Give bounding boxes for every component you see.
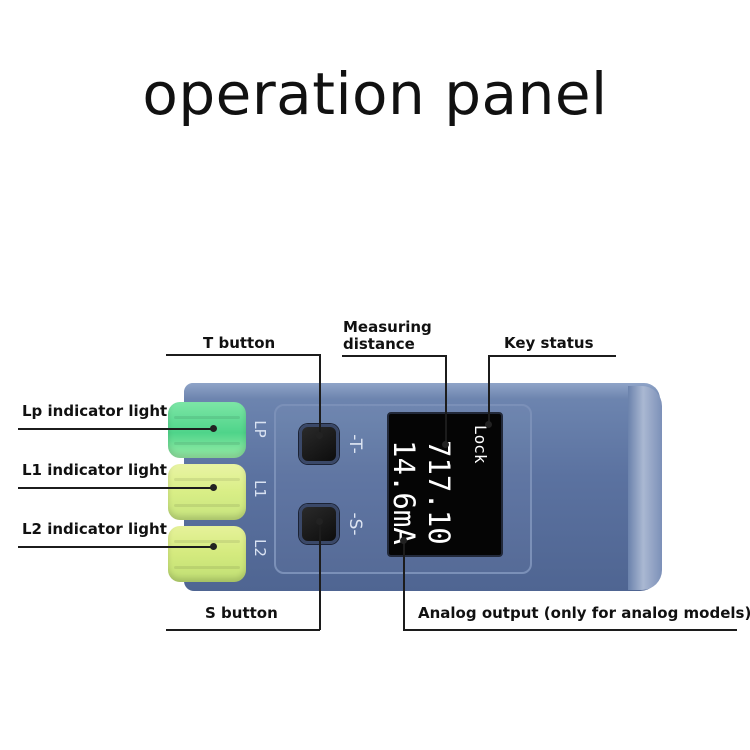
analog-leader-h	[403, 629, 737, 631]
s-button-pointer-dot	[316, 518, 323, 525]
distance-leader-v	[445, 355, 447, 445]
key-status-text: Lock	[471, 425, 490, 464]
l1-indicator-light	[168, 464, 246, 520]
s-button-leader-v	[319, 522, 321, 630]
lp-indicator-callout: Lp indicator light	[22, 402, 168, 420]
lp-indicator-light	[168, 402, 246, 458]
lp-pointer-dot	[210, 425, 217, 432]
device-end-cap	[628, 386, 662, 590]
key-status-leader-h	[488, 355, 616, 357]
l2-indicator-light	[168, 526, 246, 582]
s-button-leader-h	[166, 629, 320, 631]
lp-led-label: LP	[251, 420, 269, 438]
current-readout: 14.6mA	[387, 440, 421, 545]
measuring-distance-callout-line2: distance	[343, 335, 415, 353]
t-button-callout: T button	[203, 334, 276, 352]
oled-display	[387, 412, 503, 557]
key-status-leader-v	[488, 355, 490, 425]
key-status-pointer-dot	[485, 421, 492, 428]
t-button-pointer-dot	[316, 432, 323, 439]
l2-led-label: L2	[251, 539, 269, 557]
t-button-leader-h	[166, 354, 320, 356]
lp-leader	[18, 428, 214, 430]
t-button-leader-v	[319, 354, 321, 438]
l2-pointer-dot	[210, 543, 217, 550]
device-top-bevel	[184, 383, 660, 399]
analog-output-callout: Analog output (only for analog models)	[418, 604, 750, 622]
s-button-label: -S-	[345, 512, 365, 536]
l2-indicator-callout: L2 indicator light	[22, 520, 167, 538]
l2-leader	[18, 546, 214, 548]
l1-indicator-callout: L1 indicator light	[22, 461, 167, 479]
analog-pointer-dot	[400, 537, 407, 544]
l1-led-label: L1	[251, 480, 269, 498]
l1-pointer-dot	[210, 484, 217, 491]
t-button-label: -T-	[345, 434, 365, 454]
distance-readout: 717.10	[422, 440, 456, 545]
page-title: operation panel	[142, 60, 608, 128]
l1-leader	[18, 487, 214, 489]
analog-leader-v	[403, 540, 405, 630]
indicator-light-stack	[168, 402, 246, 587]
key-status-callout: Key status	[504, 334, 594, 352]
s-button-callout: S button	[205, 604, 278, 622]
distance-leader-h	[342, 355, 446, 357]
measuring-distance-callout-line1: Measuring	[343, 318, 432, 336]
distance-pointer-dot	[442, 441, 449, 448]
